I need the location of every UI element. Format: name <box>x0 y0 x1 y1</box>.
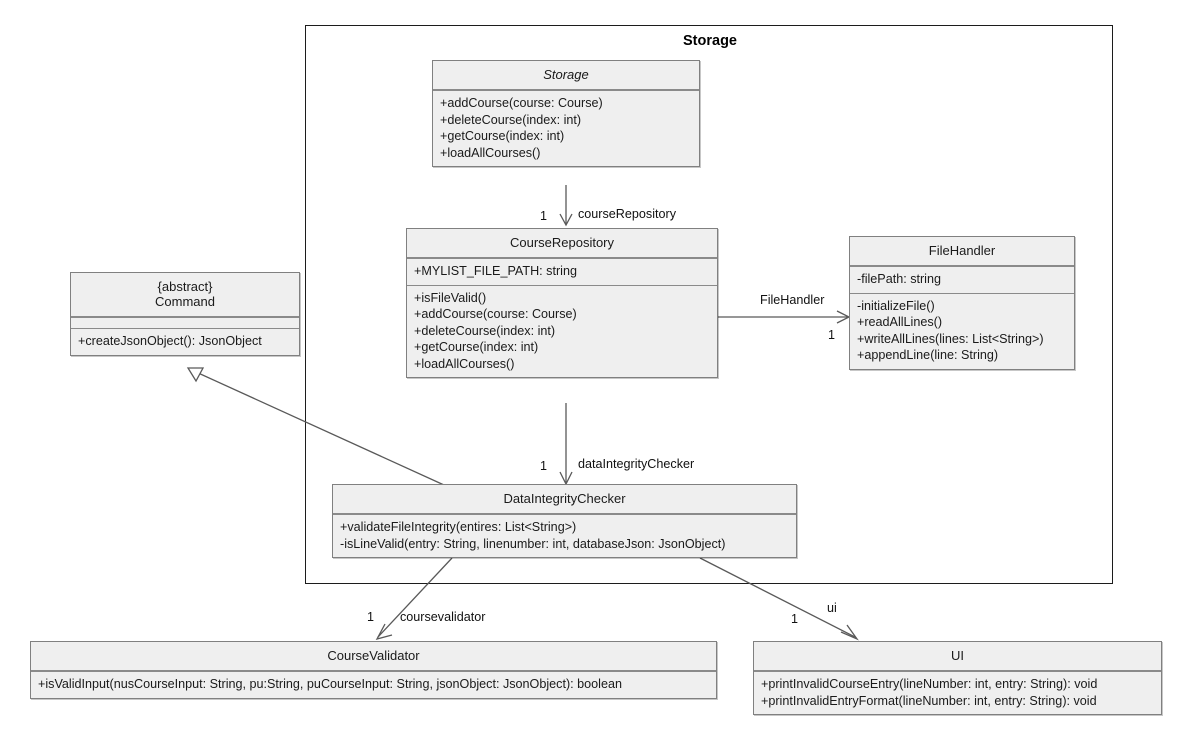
operation-row: +printInvalidCourseEntry(lineNumber: int… <box>761 677 1098 691</box>
class-operations-course-repository: +isFileValid() +addCourse(course: Course… <box>407 284 717 378</box>
class-name-ui: UI <box>754 642 1161 671</box>
class-name-command: {abstract} Command <box>71 273 299 317</box>
class-box-course-validator[interactable]: CourseValidator +isValidInput(nusCourseI… <box>30 641 717 699</box>
class-box-data-integrity-checker[interactable]: DataIntegrityChecker +validateFileIntegr… <box>332 484 797 558</box>
class-operations-command: +createJsonObject(): JsonObject <box>71 328 299 355</box>
class-name-storage: Storage <box>433 61 699 90</box>
rolelabel-dataintegritychecker-to-ui: ui <box>827 601 837 615</box>
class-name-data-integrity-checker: DataIntegrityChecker <box>333 485 796 514</box>
operation-row: +writeAllLines(lines: List<String>) <box>857 331 1044 346</box>
multiplicity-courserepository-to-dataintegritychecker: 1 <box>540 459 548 473</box>
multiplicity-dataintegritychecker-to-ui: 1 <box>791 612 799 626</box>
class-name-course-validator: CourseValidator <box>31 642 716 671</box>
operation-row: +deleteCourse(index: int) <box>414 323 556 338</box>
class-attributes-command <box>71 317 299 328</box>
operation-row: +readAllLines() <box>857 315 943 329</box>
rolelabel-courserepository-to-filehandler: FileHandler <box>760 293 825 307</box>
class-box-course-repository[interactable]: CourseRepository +MYLIST_FILE_PATH: stri… <box>406 228 718 378</box>
class-box-command[interactable]: {abstract} Command +createJsonObject(): … <box>70 272 300 356</box>
class-box-storage[interactable]: Storage +addCourse(course: Course) +dele… <box>432 60 700 167</box>
multiplicity-storage-to-courserepository: 1 <box>540 209 548 223</box>
class-name-file-handler: FileHandler <box>850 237 1074 266</box>
operation-row: -initializeFile() <box>857 298 935 313</box>
operation-row: +addCourse(course: Course) <box>414 307 577 321</box>
multiplicity-dataintegritychecker-to-coursevalidator: 1 <box>367 610 375 624</box>
class-operations-data-integrity-checker: +validateFileIntegrity(entires: List<Str… <box>333 514 796 557</box>
rolelabel-dataintegritychecker-to-coursevalidator: coursevalidator <box>400 610 486 624</box>
class-operations-ui: +printInvalidCourseEntry(lineNumber: int… <box>754 671 1161 714</box>
rolelabel-courserepository-to-dataintegritychecker: dataIntegrityChecker <box>578 457 695 471</box>
attribute-row: +MYLIST_FILE_PATH: string <box>414 264 577 278</box>
multiplicity-courserepository-to-filehandler: 1 <box>828 328 836 342</box>
attribute-row: -filePath: string <box>857 272 941 286</box>
class-operations-file-handler: -initializeFile() +readAllLines() +write… <box>850 292 1074 369</box>
class-attributes-course-repository: +MYLIST_FILE_PATH: string <box>407 258 717 285</box>
operation-row: +validateFileIntegrity(entires: List<Str… <box>340 520 577 534</box>
class-operations-course-validator: +isValidInput(nusCourseInput: String, pu… <box>31 671 716 698</box>
package-storage-title: Storage <box>683 33 737 49</box>
operation-row: +getCourse(index: int) <box>414 340 539 354</box>
operation-row: +createJsonObject(): JsonObject <box>78 334 262 348</box>
operation-row: +printInvalidEntryFormat(lineNumber: int… <box>761 693 1097 708</box>
operation-row: +getCourse(index: int) <box>440 129 565 143</box>
class-operations-storage: +addCourse(course: Course) +deleteCourse… <box>433 90 699 166</box>
operation-row: +appendLine(line: String) <box>857 348 999 362</box>
class-box-file-handler[interactable]: FileHandler -filePath: string -initializ… <box>849 236 1075 370</box>
class-name-course-repository: CourseRepository <box>407 229 717 258</box>
operation-row: +isValidInput(nusCourseInput: String, pu… <box>38 677 622 691</box>
operation-row: +isFileValid() <box>414 290 487 305</box>
operation-row: +deleteCourse(index: int) <box>440 112 582 127</box>
class-attributes-file-handler: -filePath: string <box>850 266 1074 293</box>
operation-row: +loadAllCourses() <box>440 145 541 160</box>
operation-row: +addCourse(course: Course) <box>440 96 603 110</box>
rolelabel-storage-to-courserepository: courseRepository <box>578 207 676 221</box>
operation-row: -isLineValid(entry: String, linenumber: … <box>340 536 726 551</box>
operation-row: +loadAllCourses() <box>414 356 515 371</box>
class-box-ui[interactable]: UI +printInvalidCourseEntry(lineNumber: … <box>753 641 1162 715</box>
